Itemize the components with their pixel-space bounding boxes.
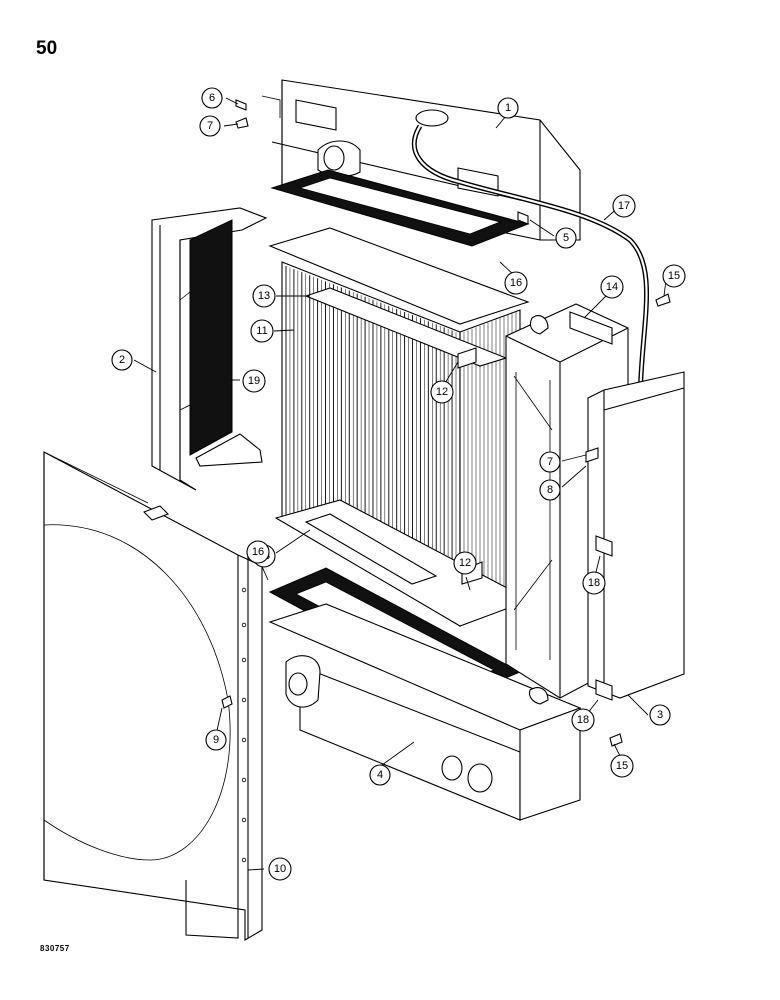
- fan-shroud: [43, 451, 263, 941]
- callout-19: 19: [242, 369, 266, 393]
- callout-18b: 18: [571, 708, 595, 732]
- callout-4: 4: [369, 764, 391, 786]
- bottom-tank: [268, 603, 582, 821]
- svg-text:16: 16: [252, 546, 264, 558]
- svg-text:18: 18: [588, 577, 600, 589]
- svg-text:19: 19: [248, 375, 260, 387]
- svg-text:4: 4: [377, 769, 383, 781]
- callout-16a: 16: [504, 271, 528, 295]
- callout-1: 1: [497, 97, 519, 119]
- side-mount: [585, 371, 685, 701]
- callout-17: 17: [612, 194, 636, 218]
- callout-15b: 15: [610, 754, 634, 778]
- callout-2: 2: [111, 349, 133, 371]
- callout-10: 10: [268, 857, 292, 881]
- callout-6: 6: [201, 87, 223, 109]
- fasteners: [221, 99, 671, 747]
- callout-7b: 7: [539, 451, 561, 473]
- side-baffle: [151, 207, 268, 491]
- svg-text:10: 10: [274, 863, 286, 875]
- callout-15a: 15: [662, 264, 686, 288]
- svg-text:15: 15: [668, 270, 680, 282]
- callout-14: 14: [600, 275, 624, 299]
- callout-9: 9: [205, 729, 227, 751]
- svg-text:15: 15: [616, 760, 628, 772]
- svg-text:12: 12: [436, 386, 448, 398]
- svg-text:8: 8: [547, 484, 553, 496]
- callout-8: 8: [539, 479, 561, 501]
- svg-text:12: 12: [459, 557, 471, 569]
- callout-5: 5: [555, 227, 577, 249]
- callout-16b: 16: [246, 540, 270, 564]
- svg-text:1: 1: [505, 102, 511, 114]
- callout-7a: 7: [199, 115, 221, 137]
- figure-code: 830757: [40, 944, 70, 953]
- svg-text:13: 13: [258, 290, 270, 302]
- svg-text:18: 18: [577, 714, 589, 726]
- overflow-hose: [411, 124, 650, 406]
- svg-text:7: 7: [547, 456, 553, 468]
- callouts: 1 2 3 4 5 6 7 7 8 9 10 11 12 12 13 13 14…: [111, 87, 686, 881]
- svg-text:5: 5: [563, 232, 569, 244]
- callout-11: 11: [250, 319, 274, 343]
- svg-text:14: 14: [606, 281, 618, 293]
- svg-text:9: 9: [213, 734, 219, 746]
- svg-text:11: 11: [256, 325, 267, 337]
- svg-text:2: 2: [119, 354, 125, 366]
- svg-text:6: 6: [209, 92, 215, 104]
- callout-13a: 13: [252, 284, 276, 308]
- svg-text:16: 16: [510, 277, 522, 289]
- svg-text:17: 17: [618, 200, 630, 212]
- page-number: 50: [36, 38, 58, 59]
- callout-12a: 12: [430, 380, 454, 404]
- svg-text:7: 7: [207, 120, 213, 132]
- callout-12b: 12: [453, 551, 477, 575]
- callout-3: 3: [649, 704, 671, 726]
- radiator-core: [268, 227, 532, 627]
- svg-text:3: 3: [657, 709, 663, 721]
- callout-18a: 18: [582, 571, 606, 595]
